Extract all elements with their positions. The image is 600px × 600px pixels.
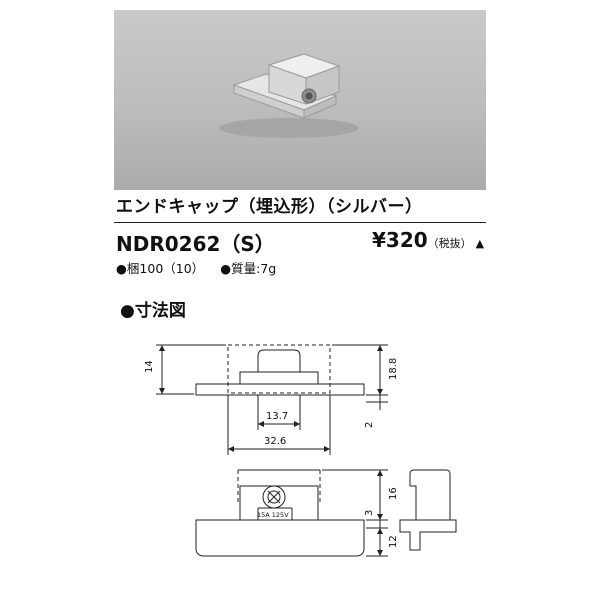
pack-bullet-icon: ● (116, 261, 127, 276)
housing-outline (227, 344, 331, 394)
product-photo (114, 10, 486, 190)
dim-flange: 3 (364, 510, 375, 516)
mass-bullet-icon: ● (220, 261, 232, 276)
price-value: ¥320 (372, 228, 428, 252)
product-name: エンドキャップ（埋込形）（シルバー） (116, 197, 423, 217)
dim-side-height: 16 (388, 487, 399, 500)
pack-quantity: 梱100（10） (126, 261, 205, 276)
dim-inner-width: 13.7 (266, 411, 288, 422)
model-number: NDR0262（S） (116, 232, 275, 256)
mid-block (239, 371, 319, 385)
top-tab (257, 349, 301, 372)
divider (114, 222, 486, 223)
price-marker-icon: ▲ (475, 237, 485, 250)
side-profile (409, 469, 451, 520)
dim-height-right: 18.8 (388, 358, 399, 380)
dim-base: 12 (388, 535, 399, 548)
dim-overall-width: 32.6 (264, 436, 286, 447)
dim-height-left: 14 (144, 360, 155, 373)
spec-line: ●梱100（10）●質量:7g (116, 258, 276, 277)
dim-step: 2 (364, 422, 375, 428)
plan-base (195, 519, 365, 557)
dimension-title: ●寸法図 (120, 301, 186, 321)
price-tax-note: （税抜） (427, 237, 472, 250)
price-block: ¥320（税抜）▲ (372, 228, 484, 252)
rating-label: 15A 125V (257, 511, 289, 519)
mass-value: 質量:7g (231, 261, 277, 276)
end-cap-photo-icon (219, 53, 359, 138)
